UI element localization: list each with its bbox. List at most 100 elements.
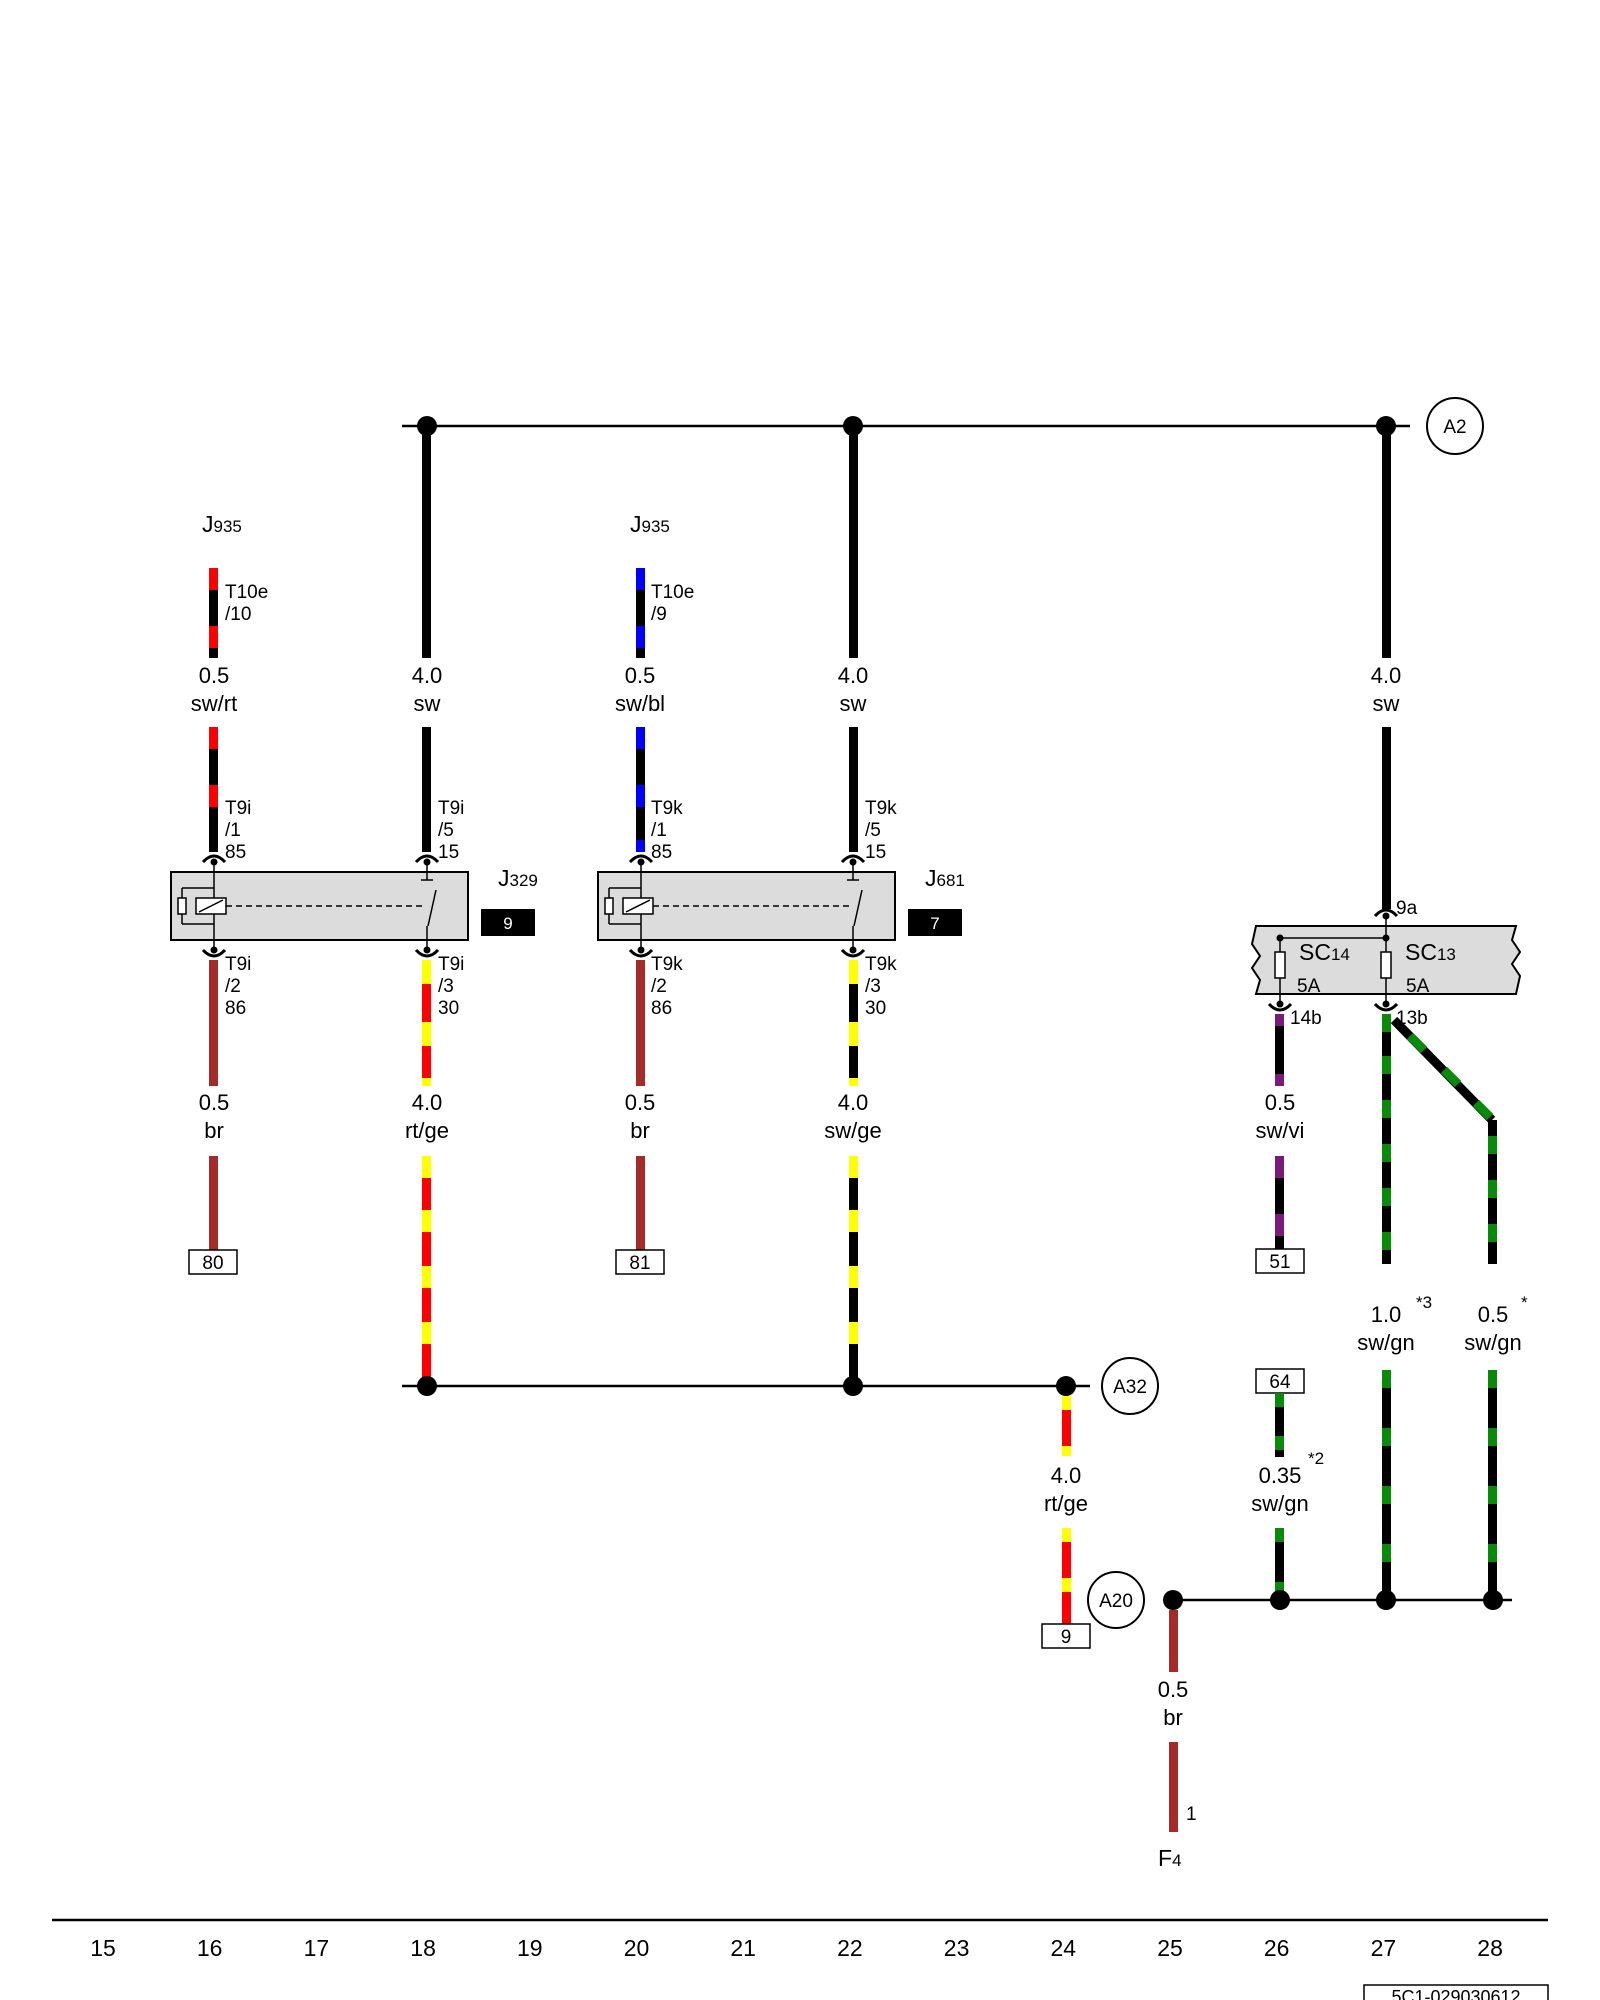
sc13-label: SC13 xyxy=(1405,939,1456,965)
pin-t9i-2-c: 86 xyxy=(225,998,246,1019)
pin-t9i-5-c: 15 xyxy=(438,842,459,863)
pin-t10e-10-b: /10 xyxy=(225,604,251,625)
wire-col16-bot-color: br xyxy=(204,1118,224,1143)
component-j935-b: J935 T10e /9 0.5 sw/bl xyxy=(615,511,694,852)
pin-t9k-3-c: 30 xyxy=(865,998,886,1019)
wire-col28-note: * xyxy=(1521,1293,1528,1312)
relay-j329: J329 9 T9i /1 85 T9i /5 15 T9i /2 86 T9i… xyxy=(170,798,538,1019)
wire-col20-bot-color: br xyxy=(630,1118,650,1143)
wire-col20-bottom: 0.5 br 81 xyxy=(615,960,665,1275)
junction-a20-label: A20 xyxy=(1099,1591,1133,1612)
pin-t10e-9-b: /9 xyxy=(651,604,667,625)
junction-a2-label: A2 xyxy=(1443,417,1466,438)
wire-col22-top: 4.0 sw xyxy=(838,426,869,852)
column-number: 16 xyxy=(197,1935,223,1961)
pin-t9k-5-c: 15 xyxy=(865,842,886,863)
column-number: 22 xyxy=(837,1935,863,1961)
connector-81-label: 81 xyxy=(629,1253,650,1274)
wire-col27-top: 4.0 sw xyxy=(1371,426,1402,909)
wire-col20-top-color: sw/bl xyxy=(615,691,665,716)
connector-51-label: 51 xyxy=(1269,1252,1290,1273)
wire-col18-top: 4.0 sw xyxy=(412,426,443,852)
wire-col25-color: br xyxy=(1163,1705,1183,1730)
pin-t9i-3-c: 30 xyxy=(438,998,459,1019)
column-number: 26 xyxy=(1264,1935,1290,1961)
connector-64-label: 64 xyxy=(1269,1372,1291,1393)
wire-col27-mid-color: sw/gn xyxy=(1357,1330,1414,1355)
fuse-sc13 xyxy=(1380,951,1392,979)
drawing-code: 5C1-029030612 xyxy=(1391,1987,1520,2000)
column-number: 24 xyxy=(1051,1935,1077,1961)
pin-t9k-1-c: 85 xyxy=(651,842,672,863)
pin-t9k-3-a: T9k xyxy=(865,954,897,975)
wire-col27-mid-gauge: 1.0 xyxy=(1371,1302,1402,1327)
junction-a32-label: A32 xyxy=(1113,1377,1147,1398)
wire-col20-top xyxy=(636,568,645,852)
pin-9a: 9a xyxy=(1396,898,1418,919)
wire-col22-bot-color: sw/ge xyxy=(824,1118,881,1143)
pin-t9i-5-b: /5 xyxy=(438,820,454,841)
pin-t10e-9-a: T10e xyxy=(651,582,694,603)
column-number: 19 xyxy=(517,1935,543,1961)
pin-t9i-1-c: 85 xyxy=(225,842,246,863)
column-number: 18 xyxy=(410,1935,436,1961)
component-j935-a: J935 T10e /10 0.5 sw/rt xyxy=(191,511,268,852)
j329-label: J329 xyxy=(498,865,538,891)
wire-col18-bottom: 4.0 rt/ge xyxy=(405,960,449,1386)
wire-col18-bot-gauge: 4.0 xyxy=(412,1090,443,1115)
column-number: 21 xyxy=(730,1935,756,1961)
column-number: 17 xyxy=(304,1935,330,1961)
wire-col28-mid-gauge: 0.5 xyxy=(1478,1302,1509,1327)
wire-col16-top-gauge: 0.5 xyxy=(199,663,230,688)
wire-col18-bot-color: rt/ge xyxy=(405,1118,449,1143)
bus-a20: A20 xyxy=(1087,1571,1512,1629)
drawing-code-box xyxy=(1363,1984,1549,2000)
pin-t9k-2-a: T9k xyxy=(651,954,683,975)
pin-t9k-2-b: /2 xyxy=(651,976,667,997)
pin-t9i-2-a: T9i xyxy=(225,954,251,975)
pin-t9k-1-b: /1 xyxy=(651,820,667,841)
wire-col24-gauge: 4.0 xyxy=(1051,1463,1082,1488)
wire-col28-mid: 0.5 sw/gn * xyxy=(1390,1016,1528,1600)
wire-col28-mid-color: sw/gn xyxy=(1464,1330,1521,1355)
wire-col25-gauge: 0.5 xyxy=(1158,1677,1189,1702)
wire-col26-note: *2 xyxy=(1308,1449,1324,1468)
wire-col18-top-gauge: 4.0 xyxy=(412,663,443,688)
f4-pin: 1 xyxy=(1186,1804,1197,1825)
f4-label: F4 xyxy=(1158,1845,1182,1871)
wire-col18-top-color: sw xyxy=(414,691,441,716)
pin-t9k-5-b: /5 xyxy=(865,820,881,841)
connector-64 xyxy=(1255,1368,1305,1394)
wire-col16-bottom: 0.5 br 80 xyxy=(188,960,238,1275)
column-number: 15 xyxy=(90,1935,116,1961)
wire-col27-top-color: sw xyxy=(1373,691,1400,716)
j935-a-label: J935 xyxy=(202,511,242,537)
connector-51 xyxy=(1255,1248,1305,1274)
j681-slot: 7 xyxy=(930,914,939,933)
pin-t9k-2-c: 86 xyxy=(651,998,672,1019)
j329-slot-badge xyxy=(481,909,535,936)
wire-col16-top-color: sw/rt xyxy=(191,691,237,716)
column-number: 25 xyxy=(1157,1935,1183,1961)
wire-col25-low: 0.5 br 1 F4 xyxy=(1158,1610,1197,1871)
wire-col27-top-gauge: 4.0 xyxy=(1371,663,1402,688)
wire-col26-mid-gauge: 0.5 xyxy=(1265,1090,1296,1115)
wire-col22-top-gauge: 4.0 xyxy=(838,663,869,688)
wire-col26-mid-color: sw/vi xyxy=(1256,1118,1305,1143)
connector-81 xyxy=(615,1249,665,1275)
wire-col24-color: rt/ge xyxy=(1044,1491,1088,1516)
wire-col26-low: 64 0.35 sw/gn *2 xyxy=(1251,1368,1324,1600)
column-number: 28 xyxy=(1477,1935,1503,1961)
connector-9-label: 9 xyxy=(1061,1627,1072,1648)
wire-col27-note: *3 xyxy=(1416,1293,1432,1312)
pin-t9i-3-a: T9i xyxy=(438,954,464,975)
pin-t10e-10-a: T10e xyxy=(225,582,268,603)
j329-slot: 9 xyxy=(503,914,512,933)
pin-t9i-1-b: /1 xyxy=(225,820,241,841)
column-number: 20 xyxy=(624,1935,650,1961)
pin-t9k-5-a: T9k xyxy=(865,798,897,819)
relay-j681: J681 7 T9k /1 85 T9k /5 15 T9k /2 86 T9k… xyxy=(597,798,965,1019)
